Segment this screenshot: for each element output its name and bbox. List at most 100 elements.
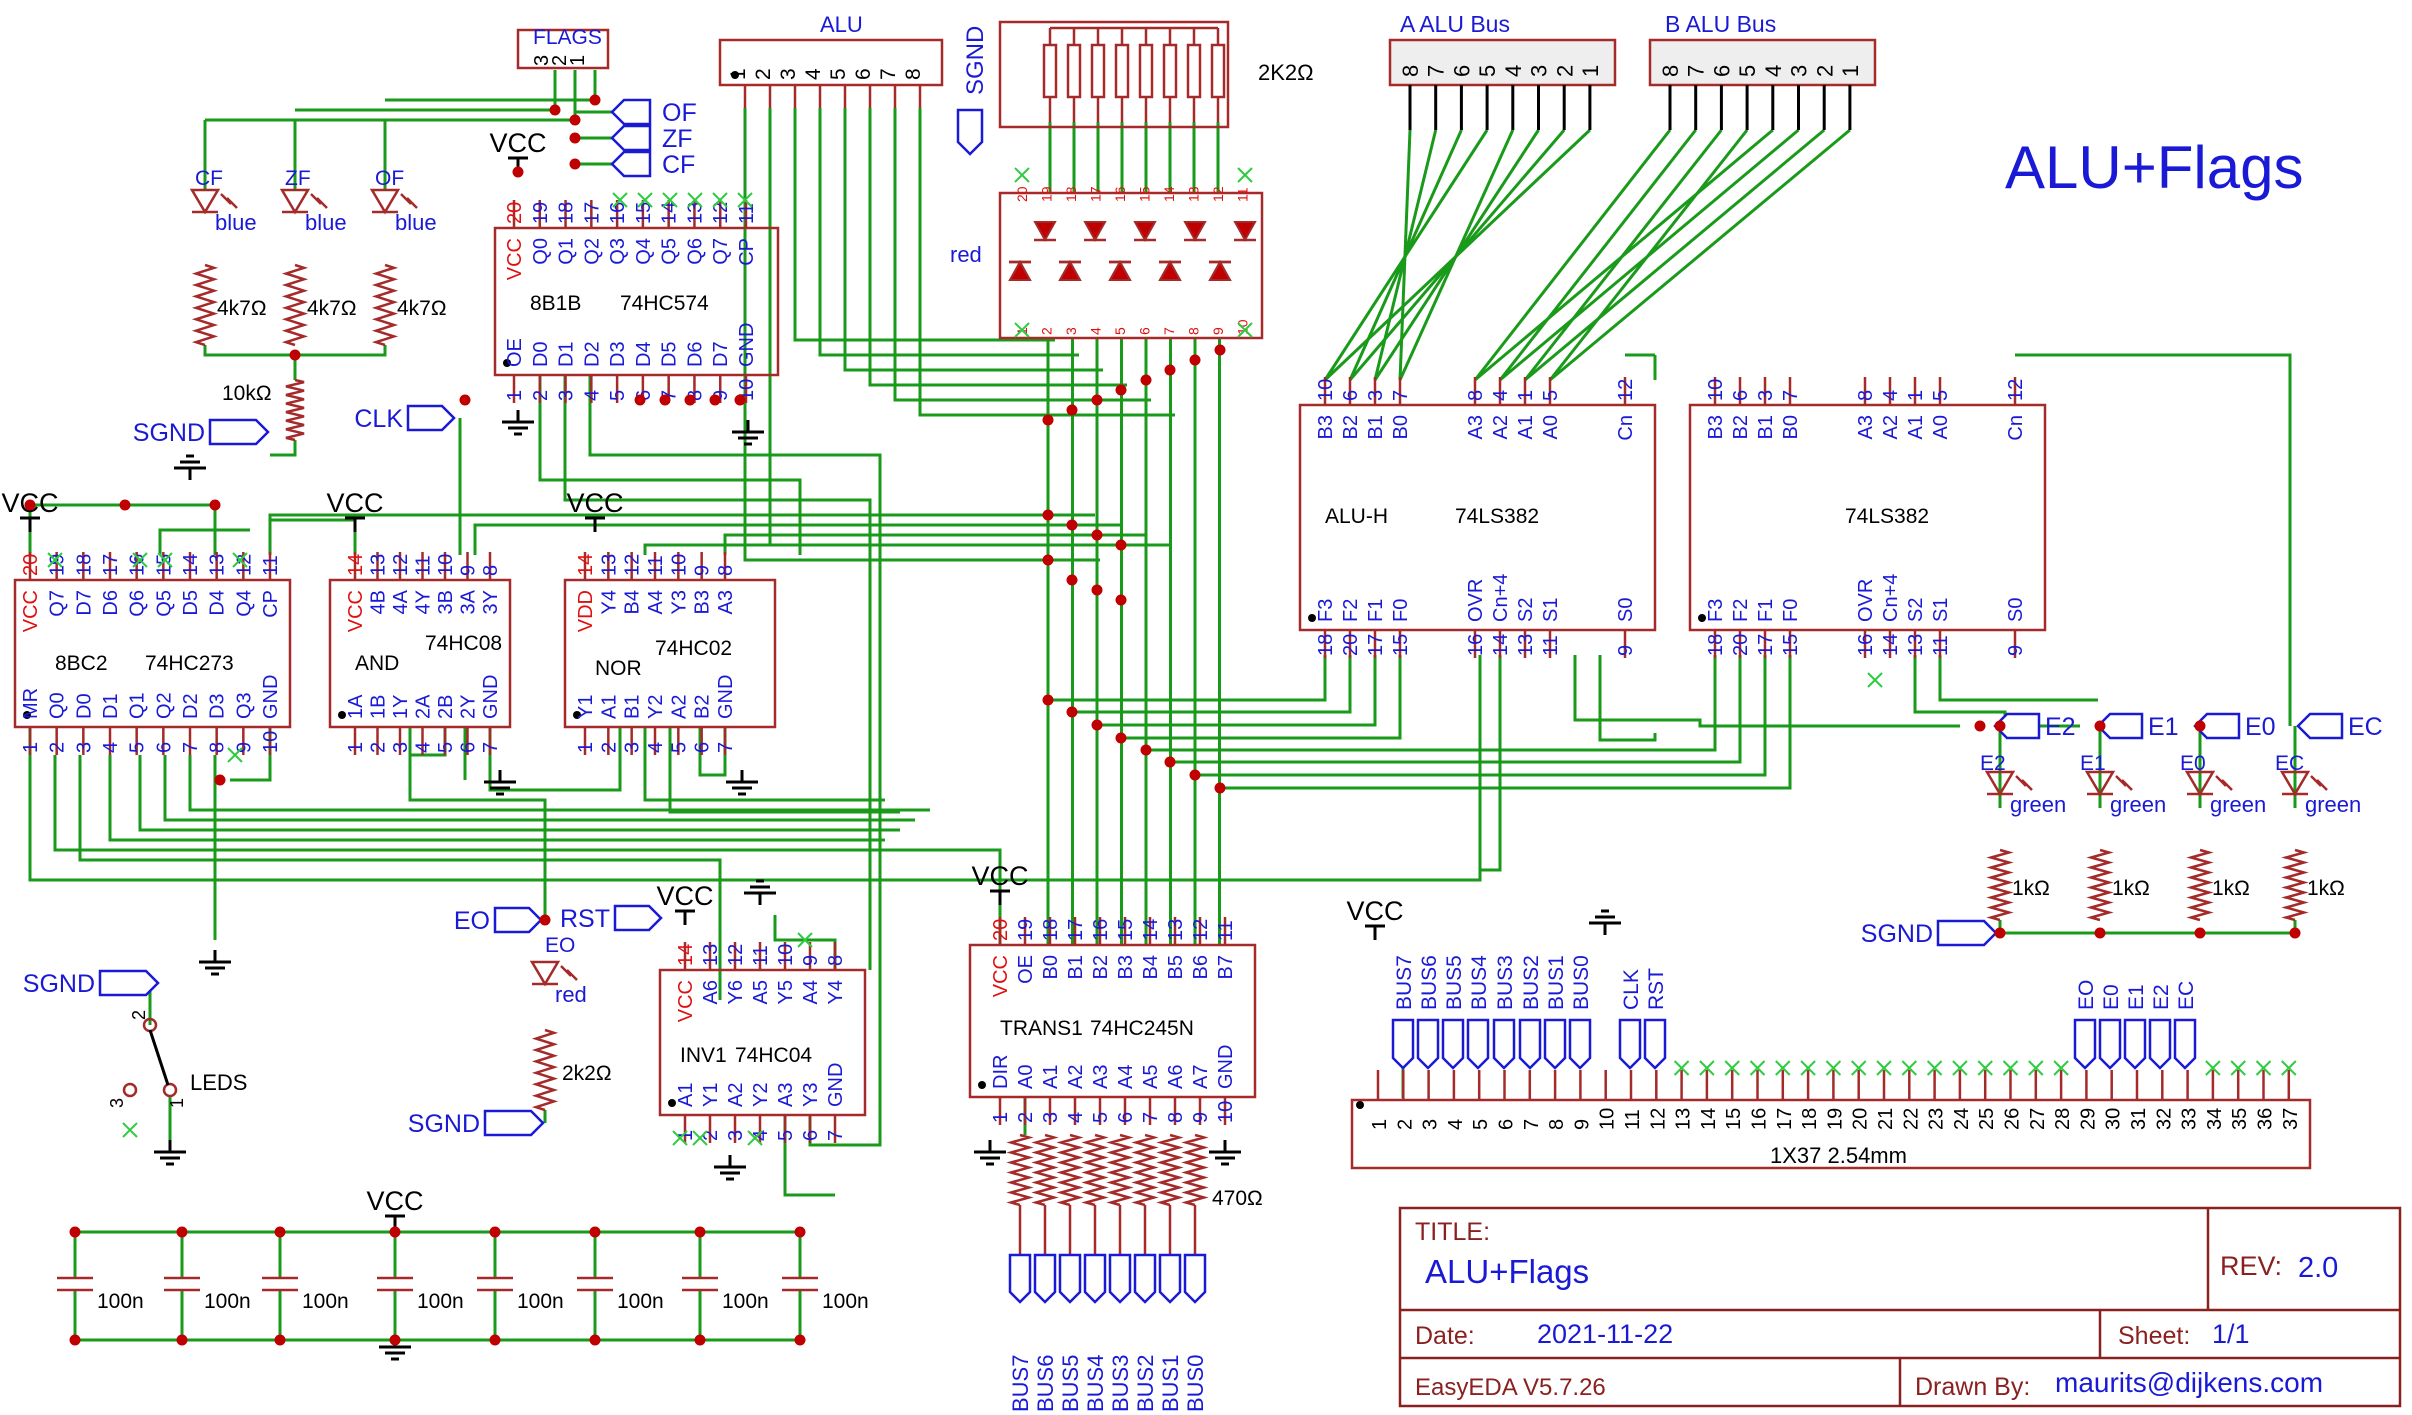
pin-number: 8 [480,565,502,576]
pin-number: 13 [1165,919,1187,941]
led-pin: 15 [1137,186,1153,202]
pin1-marker [23,711,31,719]
wire [158,528,250,555]
junction-dot [1066,519,1078,531]
chip-part: 74HC02 [655,637,732,660]
header-net-port [2098,1018,2122,1070]
pin-label: Y5 [775,980,797,1004]
pin-number: 6 [1115,1112,1137,1123]
pin-number: 20 [1340,634,1362,656]
stroke [1775,1060,1791,1076]
pin-number: 7 [825,1130,847,1141]
pin-number: 20 [990,919,1012,941]
led-name: CF [195,167,223,190]
bus-label: BUS2 [1133,1355,1158,1412]
stroke [1237,167,1253,183]
chip-part: 74HC574 [620,292,709,315]
stroke [1673,1060,1690,1076]
junction-dot [1066,574,1078,586]
pin-number: 4 [413,742,435,753]
stroke [47,552,63,568]
bus-port [1008,1253,1032,1304]
bus-label: BUS4 [1083,1355,1108,1412]
vcc-label: VCC [326,488,383,518]
pin-label: Q7 [47,590,69,617]
drawn-key: Drawn By: [1915,1373,2030,1401]
rev-key: REV: [2220,1251,2282,1281]
pin-number: 11 [645,555,667,576]
pin-number: 8 [684,390,706,401]
stroke [560,965,572,977]
junction-dot [659,394,671,406]
pin-label: A3 [775,1083,797,1107]
header-pin: 26 [2002,1108,2024,1130]
connector-b_bus [1648,38,1877,87]
pin-number: 10 [1215,1101,1237,1123]
led [279,188,311,215]
bus-port [1158,1253,1182,1304]
pin-number: 8 [207,742,229,753]
header-pin: 14 [1698,1108,1720,1130]
pin-label: A2 [1880,415,1902,439]
header-net-port [1492,1018,1516,1070]
pin-number: 5 [1930,390,1952,401]
pin-label: GND [736,323,758,367]
header-pin: 3 [1420,1119,1442,1130]
pin-number: 8 [1465,390,1487,401]
pin-number: 2 [598,742,620,753]
resnet-element [1162,43,1178,99]
connector-name: ALU [820,12,863,37]
junction-dot [684,394,696,406]
stroke [2215,775,2227,787]
wire [793,108,1055,342]
pin1-marker [503,359,511,367]
net-port-label: E0 [2245,713,2276,741]
wire [668,727,900,814]
pin-number: 10 [260,731,282,753]
chip-ref: 8BC2 [55,652,108,675]
chip-ref: TRANS1 [1000,1017,1083,1040]
junction-dot [1140,744,1152,756]
vcc-label: VCC [489,128,546,158]
led [2084,770,2116,797]
header-net-label: BUS7 [1393,955,1416,1010]
wire [385,70,597,102]
resistor-value: 2k2Ω [562,1062,612,1085]
stroke [2316,779,2328,791]
net-port-label: SGND [1861,920,1933,948]
pin-label: S0 [2005,598,2027,622]
chip-part: 74HC245N [1090,1017,1194,1040]
led-pin: 18 [1063,186,1079,202]
pin-number: 3 [1040,1112,1062,1123]
pin-label: A4 [800,980,822,1004]
header-net-port [1568,1018,1592,1070]
connector-pin: 2 [549,55,571,66]
header-net-label: E1 [2125,984,2148,1010]
title-block: TITLE: ALU+Flags REV: 2.0 Date: 2021-11-… [1398,1206,2402,1408]
header-pin: 23 [1926,1108,1948,1130]
header-net-port [2173,1018,2197,1070]
pin-label: GND [1215,1045,1237,1089]
pin-label: B2 [1090,955,1112,979]
wire [1938,655,2098,702]
net-port [2096,712,2144,740]
switch-contact [122,1082,138,1098]
led [369,188,401,215]
pin-label: A1 [598,695,620,719]
wire [138,755,900,832]
pin-label: Q1 [556,238,578,265]
stroke [132,552,148,568]
pin-number: 4 [1065,1112,1087,1123]
connector-alu [718,38,944,87]
resistor [371,263,399,347]
header-pin: 7 [1521,1119,1543,1130]
resistor [1006,1133,1034,1207]
connector-name: 1X37 2.54mm [1770,1143,1907,1168]
stroke [2230,1060,2246,1076]
switch-pin: 3 [107,1098,127,1108]
pin-number: 7 [1780,390,1802,401]
pin-number: 10 [775,944,797,966]
junction-dot [1066,404,1078,416]
junction-dot [1091,529,1103,541]
